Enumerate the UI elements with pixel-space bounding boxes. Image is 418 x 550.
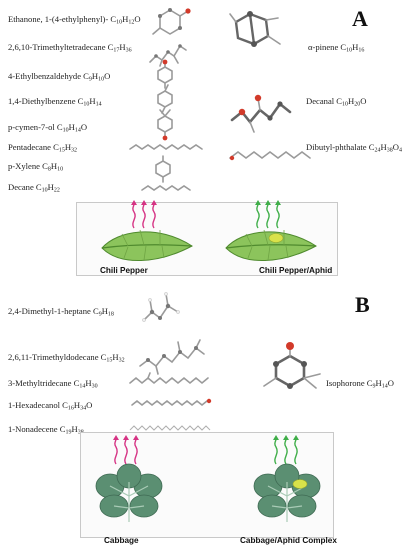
molecule-trimethyltetradecane-icon (149, 44, 187, 67)
cabbage-caption: Cabbage (104, 536, 139, 545)
molecule-isophorone-icon (263, 342, 321, 389)
molecule-pentadecane-icon (129, 144, 203, 150)
molecule-hexadecanol-icon (131, 398, 212, 407)
compound-label: 3-Methyltridecane C14H30 (8, 378, 98, 390)
molecule-ethanone-icon (152, 8, 191, 35)
healthy-volatile-arrows-icon (131, 200, 157, 229)
aphid-icon (268, 233, 284, 243)
compound-label: Ethanone, 1-(4-ethylphenyl)- C10H12O (8, 14, 141, 26)
molecule-dibutyl-phthalate-icon (229, 151, 311, 161)
molecule-alpha-pinene-icon (229, 11, 281, 47)
compound-label: p-Xylene C8H10 (8, 161, 64, 173)
compound-label: Pentadecane C15H32 (8, 142, 78, 154)
compound-label: Decane C10H22 (8, 182, 60, 194)
panel-b-letter: B (355, 292, 370, 317)
molecule-p-xylene-icon (155, 155, 171, 183)
chili-pepper-leaf-icon (101, 229, 193, 262)
cabbage-volatile-arrows-icon (113, 435, 139, 465)
compound-label: p-cymen-7-ol C10H14O (8, 122, 88, 134)
molecule-decanal-icon (230, 94, 292, 133)
molecule-methyltridecane-icon (129, 372, 209, 385)
panel-a-letter: A (352, 6, 368, 31)
aphid-volatile-arrows-icon (255, 200, 281, 229)
molecule-trimethyldodecane-icon (139, 339, 205, 375)
cabbage-aphid-plant-icon (253, 463, 321, 522)
chili-pepper-aphid-caption: Chili Pepper/Aphid (259, 266, 333, 275)
molecule-nonadecene-icon (129, 425, 211, 431)
molecule-decane-icon (141, 185, 191, 191)
molecule-p-cymen-ol-icon (157, 109, 173, 141)
molecule-diethylbenzene-icon (157, 84, 173, 114)
compound-label: 1-Nonadecene C19H38 (8, 424, 84, 436)
compound-label: 2,4-Dimethyl-1-heptane C9H18 (8, 306, 114, 318)
compound-label: 4-Ethylbenzaldehyde C9H10O (8, 71, 111, 83)
compound-label: Dibutyl-phthalate C24H38O4 (306, 142, 402, 154)
cabbage-aphid-volatile-arrows-icon (273, 435, 299, 465)
compound-label: α-pinene C10H16 (308, 42, 365, 54)
compound-label: 2,6,11-Trimethyldodecane C15H32 (8, 352, 125, 364)
molecule-dimethyl-heptane-icon (142, 292, 180, 322)
cabbage-plant-icon (95, 463, 163, 522)
aphid-icon (292, 479, 308, 489)
compound-label: 1,4-Diethylbenzene C10H14 (8, 96, 102, 108)
compound-label: Decanal C10H20O (306, 96, 367, 108)
compound-label: 2,6,10-Trimethyltetradecane C17H36 (8, 42, 132, 54)
cabbage-aphid-caption: Cabbage/Aphid Complex (240, 536, 337, 545)
compound-label: Isophorone C9H14O (326, 378, 394, 390)
chili-pepper-caption: Chili Pepper (100, 266, 148, 275)
molecule-ethylbenzaldehyde-icon (157, 59, 173, 89)
chili-pepper-aphid-leaf-icon (225, 229, 317, 262)
compound-label: 1-Hexadecanol C16H34O (8, 400, 93, 412)
